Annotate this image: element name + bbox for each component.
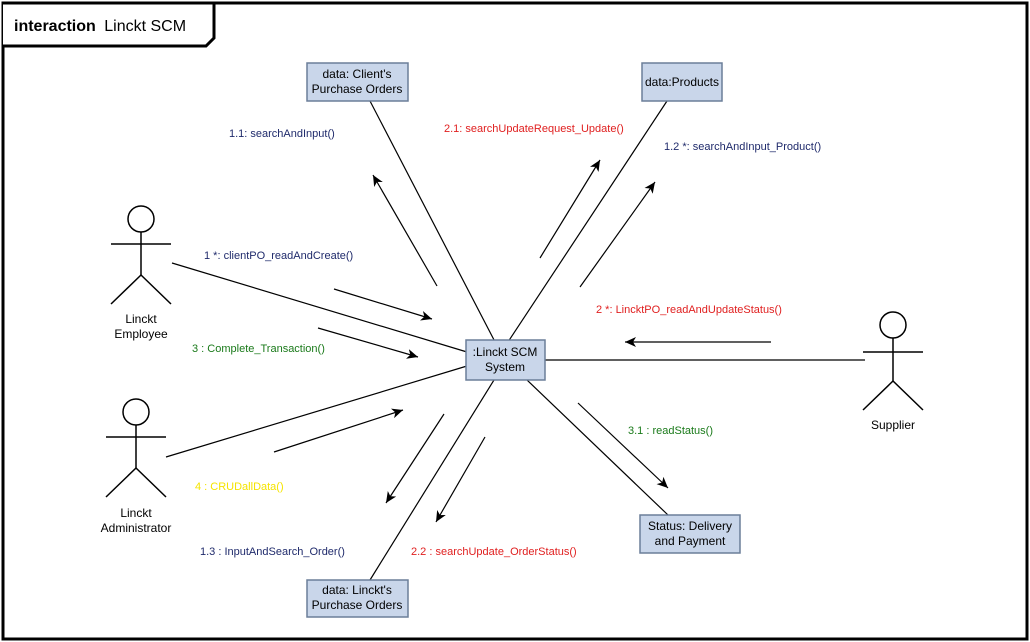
actor-label-supplier: Supplier xyxy=(871,418,915,432)
actor-linckt-employee xyxy=(110,205,172,305)
link-employee xyxy=(171,262,468,353)
actor-label-line: Linckt xyxy=(125,312,157,326)
actor-linckt-administrator xyxy=(105,398,167,498)
node-box xyxy=(306,579,409,618)
node-label-line: and Payment xyxy=(655,534,726,548)
actor-leg-left xyxy=(862,380,894,411)
arrow-3 xyxy=(317,327,419,359)
frame-title: interaction Linckt SCM xyxy=(14,18,186,35)
arrow-1 xyxy=(333,288,433,321)
message-label-1-2: 1.2 *: searchAndInput_Product() xyxy=(664,141,821,153)
actor-supplier xyxy=(862,311,924,411)
message-label-3: 3 : Complete_Transaction() xyxy=(192,343,325,355)
link-linckt-po xyxy=(369,379,495,581)
node-box xyxy=(465,339,546,381)
arrow-3-1 xyxy=(577,402,669,489)
message-arrows xyxy=(273,159,771,523)
actor-leg-right xyxy=(140,274,172,305)
link-products xyxy=(505,100,668,346)
links xyxy=(165,100,865,581)
actor-head-icon xyxy=(879,311,907,339)
node-box xyxy=(306,62,409,102)
link-administrator xyxy=(165,365,468,458)
link-status xyxy=(526,379,669,516)
message-label-4: 4 : CRUDallData() xyxy=(195,481,284,493)
actor-label-line: Linckt xyxy=(120,506,152,520)
node-label-line: :Linckt SCM xyxy=(473,345,538,359)
message-label-2-1: 2.1: searchUpdateRequest_Update() xyxy=(444,123,624,135)
link-client-po xyxy=(369,100,507,364)
message-label-2-2: 2.2 : searchUpdate_OrderStatus() xyxy=(411,546,577,558)
message-label-1-3: 1.3 : InputAndSearch_Order() xyxy=(200,546,345,558)
node-label-line: System xyxy=(485,360,525,374)
node-label-line: Purchase Orders xyxy=(312,598,403,612)
arrow-2-2 xyxy=(435,436,486,523)
actor-leg-right xyxy=(135,467,167,498)
arrow-1-3 xyxy=(385,413,445,504)
arrow-2-1 xyxy=(539,159,601,259)
frame-name: Linckt SCM xyxy=(104,18,186,35)
node-products: data:Products xyxy=(641,62,723,102)
arrow-1-2 xyxy=(579,181,656,288)
node-label: data:Products xyxy=(645,75,719,89)
message-label-2: 2 *: LincktPO_readAndUpdateStatus() xyxy=(596,304,782,316)
node-label-line: Purchase Orders xyxy=(312,82,403,96)
node-box xyxy=(639,514,741,554)
actor-leg-left xyxy=(105,467,137,498)
frame-keyword: interaction xyxy=(14,18,96,35)
actor-head-icon xyxy=(122,398,150,426)
node-label-line: data: Client's xyxy=(323,67,392,81)
node-box xyxy=(641,62,723,102)
frame-title-tab xyxy=(3,1,216,48)
node-label-line: Status: Delivery xyxy=(648,519,732,533)
arrow-4 xyxy=(273,408,404,453)
actor-head-icon xyxy=(127,205,155,233)
actor-label-line: Employee xyxy=(114,327,168,341)
arrow-1-1 xyxy=(372,174,438,287)
actor-label-line: Administrator xyxy=(101,521,172,535)
actor-leg-left xyxy=(110,274,142,305)
message-label-1: 1 *: clientPO_readAndCreate() xyxy=(204,250,353,262)
message-label-3-1: 3.1 : readStatus() xyxy=(628,425,713,437)
actor-leg-right xyxy=(892,380,924,411)
message-label-1-1: 1.1: searchAndInput() xyxy=(229,128,335,140)
node-label-line: data: Linckt's xyxy=(322,583,392,597)
